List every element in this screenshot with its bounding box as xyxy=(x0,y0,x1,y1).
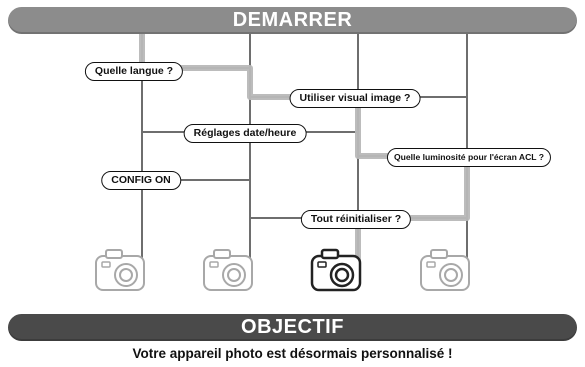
step-lcd-brightness: Quelle luminosité pour l'écran ACL ? xyxy=(387,148,551,167)
camera-icon xyxy=(421,250,469,290)
step-language: Quelle langue ? xyxy=(85,62,183,81)
start-banner: DEMARRER xyxy=(8,7,577,34)
step-date-time: Réglages date/heure xyxy=(184,124,307,143)
camera-icon-selected xyxy=(312,250,360,290)
goal-banner: OBJECTIF xyxy=(8,314,577,341)
camera-icon xyxy=(204,250,252,290)
caption: Votre appareil photo est désormais perso… xyxy=(0,346,585,361)
step-visual-image: Utiliser visual image ? xyxy=(290,89,421,108)
step-config-on: CONFIG ON xyxy=(101,171,181,190)
step-reset-all: Tout réinitialiser ? xyxy=(301,210,411,229)
camera-icon xyxy=(96,250,144,290)
